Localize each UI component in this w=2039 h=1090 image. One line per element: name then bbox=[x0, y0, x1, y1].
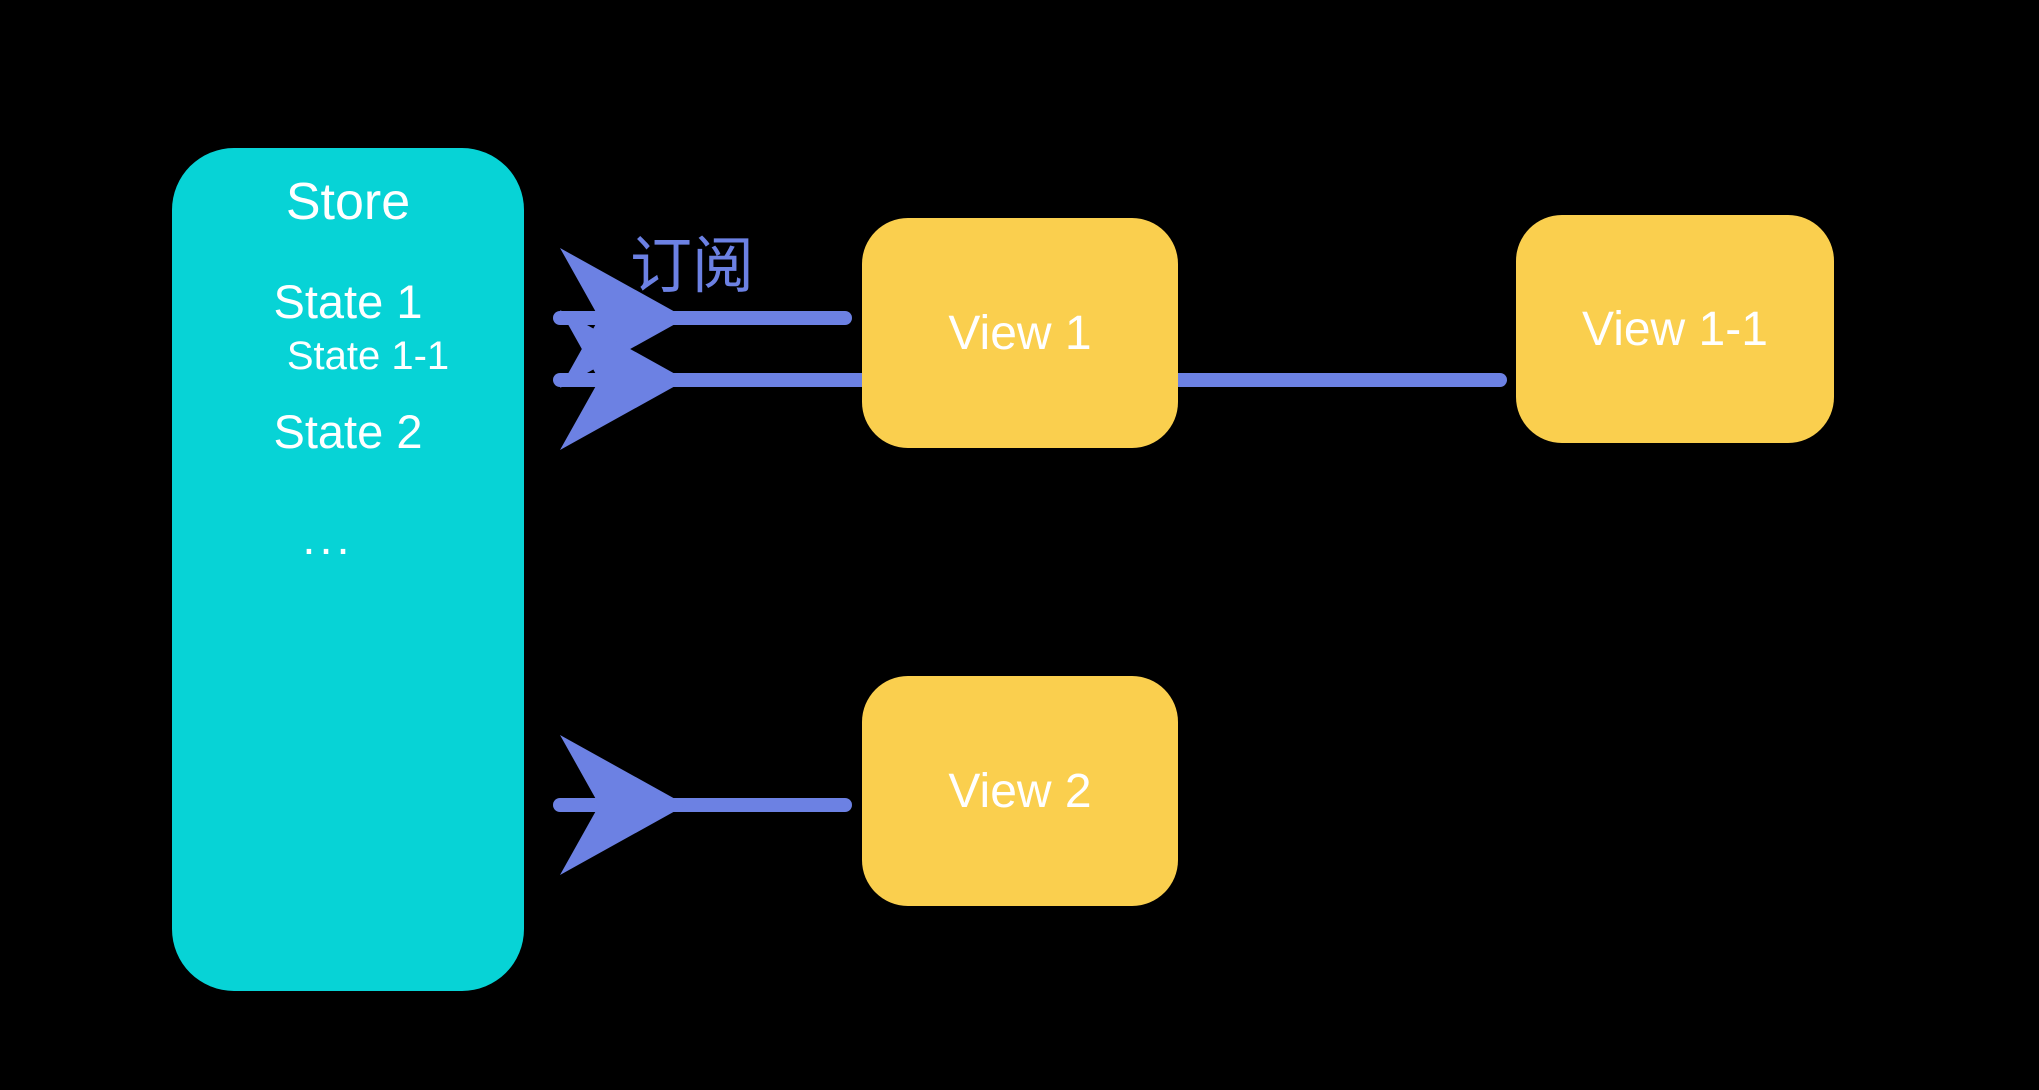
store-state-1: State 1 bbox=[273, 275, 423, 328]
store-ellipsis: ... bbox=[302, 511, 354, 564]
subscribe-edge-label: 订阅 bbox=[630, 232, 755, 301]
store-state-1-1: State 1-1 bbox=[286, 334, 450, 378]
store-state-2: State 2 bbox=[273, 405, 423, 458]
store-node[interactable]: Store State 1 State 1-1 State 2 ... bbox=[172, 148, 524, 991]
store-title: Store bbox=[285, 173, 411, 231]
view-2-node[interactable]: View 2 bbox=[862, 676, 1178, 906]
view-1-node[interactable]: View 1 bbox=[862, 218, 1178, 448]
view-1-1-label: View 1-1 bbox=[1582, 302, 1768, 356]
view-1-1-node[interactable]: View 1-1 bbox=[1516, 215, 1834, 443]
view-2-label: View 2 bbox=[948, 764, 1092, 818]
view-1-label: View 1 bbox=[948, 306, 1092, 360]
